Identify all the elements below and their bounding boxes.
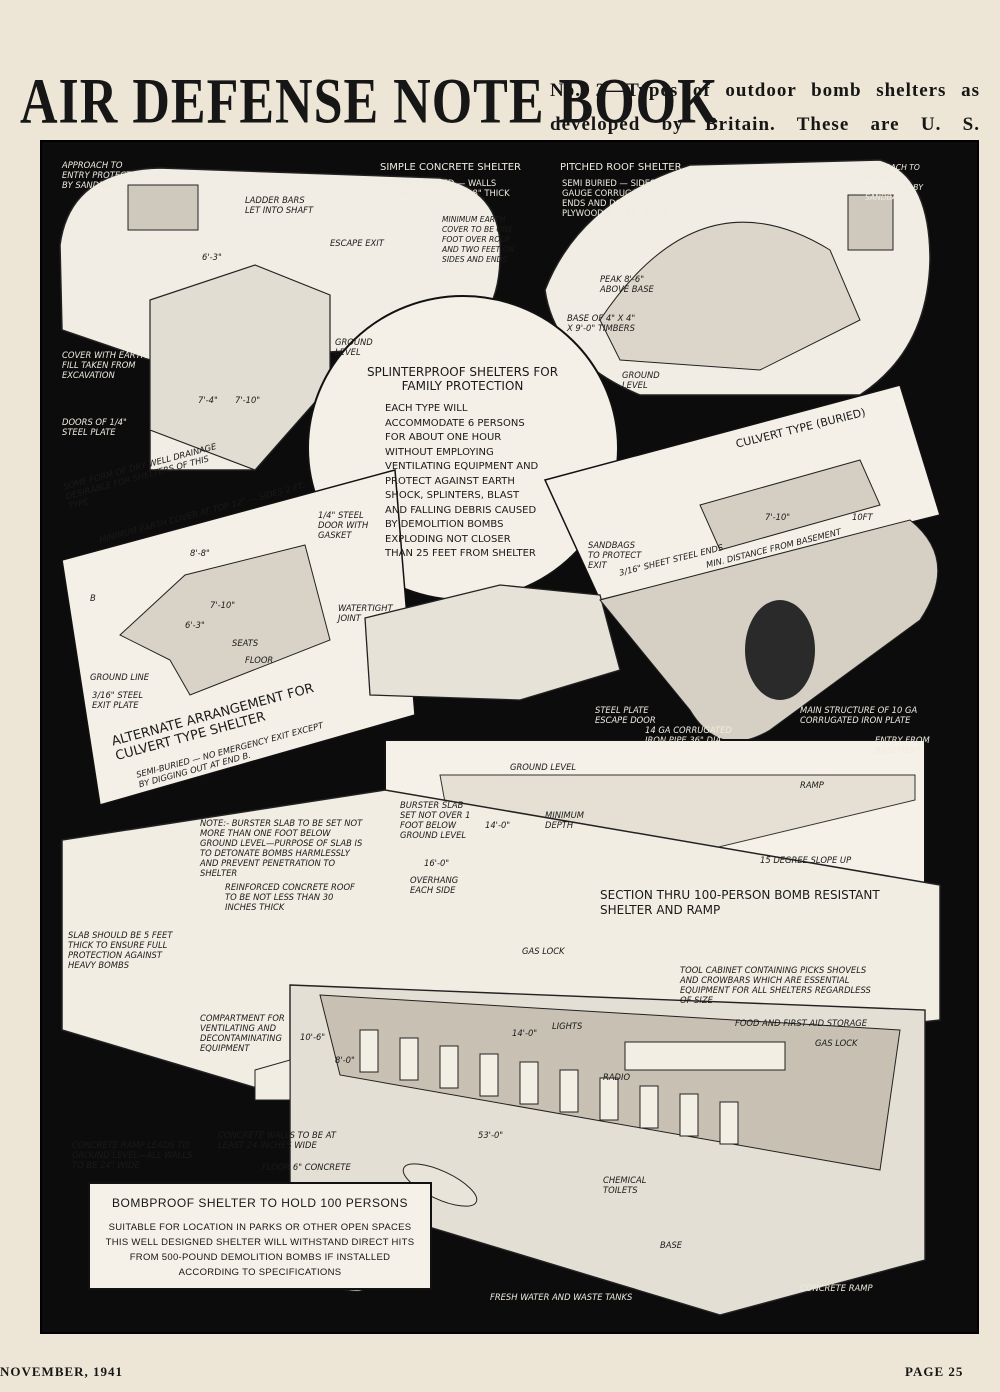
roof-label: REINFORCED CONCRETE ROOF TO BE NOT LESS … <box>225 882 355 912</box>
section-caption: SECTION THRU 100-PERSON BOMB RESISTANT S… <box>600 888 880 917</box>
doors-label: DOORS OF 1/4" STEEL PLATE <box>62 417 127 437</box>
walls-label: CONCRETE WALLS TO BE AT LEAST 24 INCHES … <box>218 1130 336 1150</box>
culvert-card <box>543 384 941 601</box>
gas-lock-label-1: GAS LOCK <box>522 946 565 956</box>
lights-label: LIGHTS <box>552 1021 583 1031</box>
section-dim-16: 16'-0" <box>424 858 450 868</box>
pitched-shelter-heading: PITCHED ROOF SHELTER <box>560 162 682 173</box>
slope-label: 15 DEGREE SLOPE UP <box>760 855 852 865</box>
cover-label: COVER WITH EARTH FILL TAKEN FROM EXCAVAT… <box>62 350 148 380</box>
simple-shelter-heading: SIMPLE CONCRETE SHELTER <box>380 162 521 173</box>
section-min-depth: MINIMUM DEPTH <box>545 810 585 830</box>
pitched-ground-level-label: GROUND LEVEL <box>622 370 660 390</box>
floor-label: FLOOR <box>245 655 274 665</box>
culvert-dim: 7'-10" <box>765 512 791 522</box>
ramp-leads-label: CONCRETE RAMP LEADS TO GROUND LEVEL—ALL … <box>72 1140 193 1170</box>
sandbag-pile-2 <box>847 194 894 251</box>
pitched-shelter-arch <box>599 221 861 371</box>
dim-b: 7'-10" <box>235 395 261 405</box>
base-label: BASE <box>660 1240 683 1250</box>
sandbags-exit-label: SANDBAGS TO PROTECT EXIT <box>588 540 642 570</box>
dim-a: 7'-4" <box>198 395 218 405</box>
alternate-tunnel <box>119 544 331 696</box>
slab-label: SLAB SHOULD BE 5 FEET THICK TO ENSURE FU… <box>68 930 173 970</box>
escape-exit-label: ESCAPE EXIT <box>330 238 384 248</box>
escape-door-label: STEEL PLATE ESCAPE DOOR <box>595 705 656 725</box>
seats-label: SEATS <box>232 638 259 648</box>
food-storage-label: FOOD AND FIRST AID STORAGE <box>735 1018 868 1028</box>
concrete-ramp-label: CONCRETE RAMP <box>800 1283 873 1293</box>
dim-8: 8'-0" <box>335 1055 355 1065</box>
gas-lock-label-2: GAS LOCK <box>815 1038 858 1048</box>
dim-10-6: 10'-6" <box>300 1032 326 1042</box>
footer-date: NOVEMBER, 1941 <box>0 1364 124 1379</box>
bunks <box>359 1029 739 1145</box>
min-earth-label: MINIMUM EARTH COVER TO BE ONE FOOT OVER … <box>442 215 515 264</box>
culvert-pipe <box>699 459 881 551</box>
bombproof-caption-body: SUITABLE FOR LOCATION IN PARKS OR OTHER … <box>105 1222 415 1278</box>
end-b-label: B <box>90 593 96 603</box>
splinterproof-heading: SPLINTERPROOF SHELTERS FOR FAMILY PROTEC… <box>366 365 559 393</box>
burster-note: NOTE:- BURSTER SLAB TO BE SET NOT MORE T… <box>200 818 363 878</box>
floor-concrete-label: FLOOR 6" CONCRETE <box>262 1162 351 1172</box>
simple-shelter-sub: COMPLETELY BURIED — WALLS FLOOR AND ROOF… <box>366 178 510 198</box>
footer-page: PAGE 25 <box>905 1364 964 1379</box>
alt-dim-h: 6'-3" <box>185 620 205 630</box>
simple-shelter-box <box>149 264 331 471</box>
interior-dim-14: 14'-0" <box>512 1028 538 1038</box>
pitched-approach-label: APPROACH TO ENTRY PROTECTED BY SANDBAGS <box>865 163 923 202</box>
main-structure-label: MAIN STRUCTURE OF 10 GA CORRUGATED IRON … <box>800 705 918 725</box>
section-ramp-label: RAMP <box>800 780 824 790</box>
simple-ground-level-label: GROUND LEVEL <box>335 337 373 357</box>
sandbag-pile-1 <box>127 184 199 231</box>
sandbag-wall <box>364 584 621 701</box>
section-ground-level: GROUND LEVEL <box>510 762 577 772</box>
peak-label: PEAK 8'-6" ABOVE BASE <box>600 274 654 294</box>
page-subtitle: No. 2—Types of outdoor bomb shelters as … <box>550 80 980 169</box>
tanks-label: FRESH WATER AND WASTE TANKS <box>490 1292 633 1302</box>
pitched-shelter-sub: SEMI BURIED — SIDES OF 8 GAUGE CORRUGATE… <box>562 178 678 218</box>
splinterproof-body: EACH TYPE WILL ACCOMMODATE 6 PERSONS FOR… <box>385 403 539 559</box>
tool-cabinet-label: TOOL CABINET CONTAINING PICKS SHOVELS AN… <box>680 965 871 1005</box>
alt-dim-top: 8'-8" <box>190 548 210 558</box>
dim-10ft: 10FT <box>852 512 873 522</box>
compartment-label: COMPARTMENT FOR VENTILATING AND DECONTAM… <box>200 1013 285 1053</box>
pipe-label: 14 GA CORRUGATED IRON PIPE 36" DIA <box>645 725 732 745</box>
watertight-label: WATERTIGHT JOINT <box>338 603 393 623</box>
section-dim-14: 14'-0" <box>485 820 511 830</box>
base-timbers-label: BASE OF 4" X 4" X 9'-0" TIMBERS <box>567 313 636 333</box>
section-burster-label: BURSTER SLAB SET NOT OVER 1 FOOT BELOW G… <box>400 800 471 840</box>
base-step <box>254 1059 291 1101</box>
dim-53: 53'-0" <box>478 1130 504 1140</box>
steel-door-label: 1/4" STEEL DOOR WITH GASKET <box>318 510 369 540</box>
radio-label: RADIO <box>603 1072 631 1082</box>
pipe-opening <box>745 600 815 700</box>
water-tank-1 <box>402 1163 478 1207</box>
overhang-label: OVERHANG EACH SIDE <box>410 875 459 895</box>
bombproof-caption-box: BOMBPROOF SHELTER TO HOLD 100 PERSONS SU… <box>88 1182 432 1290</box>
ground-line-label: GROUND LINE <box>90 672 150 682</box>
bombproof-caption-title: BOMBPROOF SHELTER TO HOLD 100 PERSONS <box>112 1196 408 1210</box>
ladder-label: LADDER BARS LET INTO SHAFT <box>245 195 314 215</box>
exit-plate-label: 3/16" STEEL EXIT PLATE <box>92 690 144 710</box>
simple-approach-label: APPROACH TO ENTRY PROTECTED BY SANDBAGS <box>62 160 143 190</box>
toilets-label: CHEMICAL TOILETS <box>603 1175 647 1195</box>
entry-basement-label: ENTRY FROM BASEMENT <box>875 735 930 755</box>
dim-width: 6'-3" <box>202 252 222 262</box>
alt-dim-mid: 7'-10" <box>210 600 236 610</box>
storage-shelf <box>624 1041 786 1071</box>
